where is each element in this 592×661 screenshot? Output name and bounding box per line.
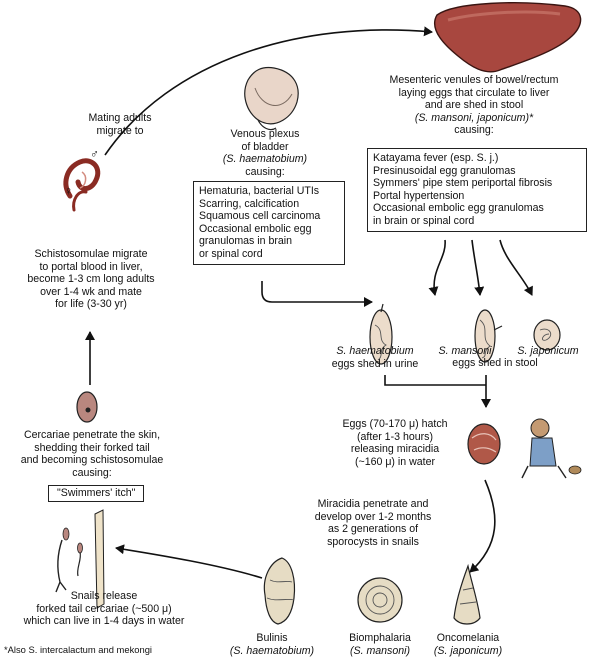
arrow-worms-to-liver [104, 26, 433, 156]
bladder-effect-item: Hematuria, bacterial UTIs [199, 185, 320, 197]
schistosomulum-illustration [76, 391, 98, 423]
liver-caption-line: and are shed in stool [424, 99, 524, 112]
arrow-snails-to-cercariae [115, 544, 263, 579]
bladder-effect-item: Scarring, calcification [199, 197, 300, 210]
schistosomulae-line: to portal blood in liver, [39, 260, 143, 273]
cercariae-skin-illustration [55, 509, 105, 609]
liver-effect-item: Occasional embolic egg granulomas [373, 202, 544, 215]
snail-label-line: Biomphalaria [349, 632, 411, 644]
schistosomulae-line: become 1-3 cm long adults [27, 273, 155, 286]
liver-caption-line: Mesenteric venules of bowel/rectum [389, 74, 559, 86]
liver-illustration [434, 2, 582, 73]
footnote: *Also S. intercalactum and mekongi [4, 644, 152, 655]
schistosomulae-line: over 1-4 wk and mate [40, 285, 142, 298]
liver-caption: Mesenteric venules of bowel/rectum layin… [360, 74, 588, 137]
egg-japonicum [533, 319, 561, 351]
arrow-liver-to-egg-japonicum [499, 239, 533, 296]
eggs-hatch-caption: Eggs (70-170 μ) hatch (after 1-3 hours) … [340, 418, 450, 468]
mansoni-egg-label: S. mansoni [438, 345, 492, 357]
adult-worms-illustration [63, 158, 101, 212]
bulinis-label: Bulinis (S. haematobium) [222, 632, 322, 657]
sex-symbol-male: ♂ [90, 147, 99, 161]
bladder-caption-line: (S. haematobium) [222, 153, 308, 166]
snail-label-line: (S. japonicum) [433, 644, 503, 657]
bladder-illustration [244, 66, 299, 131]
mating-line: migrate to [96, 124, 144, 137]
miracidium-illustration [467, 423, 501, 465]
bladder-effect-item: Occasional embolic egg [199, 222, 312, 235]
liver-effects-box: Katayama fever (esp. S. j.) Presinusoida… [367, 148, 587, 232]
mating-adults-label: Mating adults migrate to [60, 112, 180, 137]
mating-line: Mating adults [88, 112, 152, 124]
liver-caption-line: laying eggs that circulate to liver [398, 86, 550, 99]
snails-release-line: Snails release [70, 590, 138, 602]
cercariae-line: causing: [72, 466, 112, 479]
liver-effect-item: Symmers' pipe stem periportal fibrosis [373, 177, 553, 190]
eggs-hatch-line: (after 1-3 hours) [357, 430, 433, 443]
egg-label-line: S. haematobium [336, 345, 414, 357]
cercariae-line: and becoming schistosomulae [20, 454, 164, 467]
liver-caption-line: causing: [454, 124, 494, 137]
arrow-eggs-to-snails [469, 479, 496, 573]
bladder-caption-line: Venous plexus [230, 128, 300, 140]
sex-symbol-female: ♀ [64, 184, 73, 198]
bladder-effect-item: or spinal cord [199, 247, 263, 260]
bladder-caption-line: of bladder [241, 140, 289, 153]
snail-label-line: Oncomelania [436, 632, 500, 644]
bladder-caption: Venous plexus of bladder (S. haematobium… [210, 128, 320, 178]
cercariae-penetrate-caption: Cercariae penetrate the skin, shedding t… [4, 429, 180, 479]
miracidia-line: develop over 1-2 months [314, 510, 432, 523]
schistosomulae-caption: Schistosomulae migrate to portal blood i… [6, 248, 176, 311]
bladder-caption-line: causing: [245, 165, 285, 178]
snail-label-line: (S. haematobium) [229, 644, 315, 657]
snail-label-line: Bulinis [256, 632, 288, 644]
arrow-liver-to-egg-mansoni [471, 239, 485, 296]
miracidia-line: Miracidia penetrate and [317, 498, 429, 510]
eggs-hatch-line: releasing miracidia [350, 443, 440, 456]
bladder-effect-item: Squamous cell carcinoma [199, 210, 321, 223]
liver-effect-item: Katayama fever (esp. S. j.) [373, 152, 499, 164]
miracidia-line: as 2 generations of [327, 523, 419, 536]
snail-label-line: (S. mansoni) [349, 644, 411, 657]
snails-release-caption: Snails release forked tail cercariae (~5… [4, 590, 204, 628]
liver-caption-line: (S. mansoni, japonicum)* [414, 111, 534, 124]
egg-mansoni [474, 309, 503, 363]
cercariae-line: Cercariae penetrate the skin, [23, 429, 161, 441]
swimmers-itch-box: "Swimmers' itch" [48, 485, 145, 502]
haematobium-egg-label: S. haematobium eggs shed in urine [310, 345, 440, 370]
liver-effect-item: in brain or spinal cord [373, 214, 475, 227]
snail-biomphalaria [357, 577, 403, 623]
miracidia-line: sporocysts in snails [327, 535, 419, 548]
egg-haematobium [369, 303, 393, 365]
stool-egg-label: eggs shed in stool [452, 357, 538, 369]
person-in-water-illustration [521, 418, 582, 479]
egg-label-line: eggs shed in urine [331, 357, 419, 370]
biomphalaria-label: Biomphalaria (S. mansoni) [330, 632, 430, 657]
schistosomulae-line: Schistosomulae migrate [34, 248, 148, 260]
arrow-bladder-to-egg [261, 281, 373, 307]
cercariae-line: shedding their forked tail [34, 441, 150, 454]
snail-bulinis [263, 557, 296, 625]
snails-release-line: forked tail cercariae (~500 μ) [36, 602, 172, 615]
oncomelania-label: Oncomelania (S. japonicum) [418, 632, 518, 657]
bladder-effect-item: granulomas in brain [199, 235, 293, 248]
japonicum-egg-label: S. japonicum [517, 345, 579, 357]
miracidia-caption: Miracidia penetrate and develop over 1-2… [288, 498, 458, 548]
bladder-effects-box: Hematuria, bacterial UTIs Scarring, calc… [193, 181, 345, 265]
eggs-hatch-line: (~160 μ) in water [354, 455, 435, 468]
arrow-liver-to-egg-left [428, 239, 446, 296]
snail-oncomelania [453, 563, 481, 625]
arrow-eggs-merge [384, 375, 486, 407]
schistosomulae-line: for life (3-30 yr) [55, 298, 127, 311]
liver-effect-item: Presinusoidal egg granulomas [373, 164, 516, 177]
liver-effect-item: Portal hypertension [373, 189, 465, 202]
snails-release-line: which can live in 1-4 days in water [23, 615, 185, 628]
eggs-hatch-line: Eggs (70-170 μ) hatch [342, 418, 448, 430]
